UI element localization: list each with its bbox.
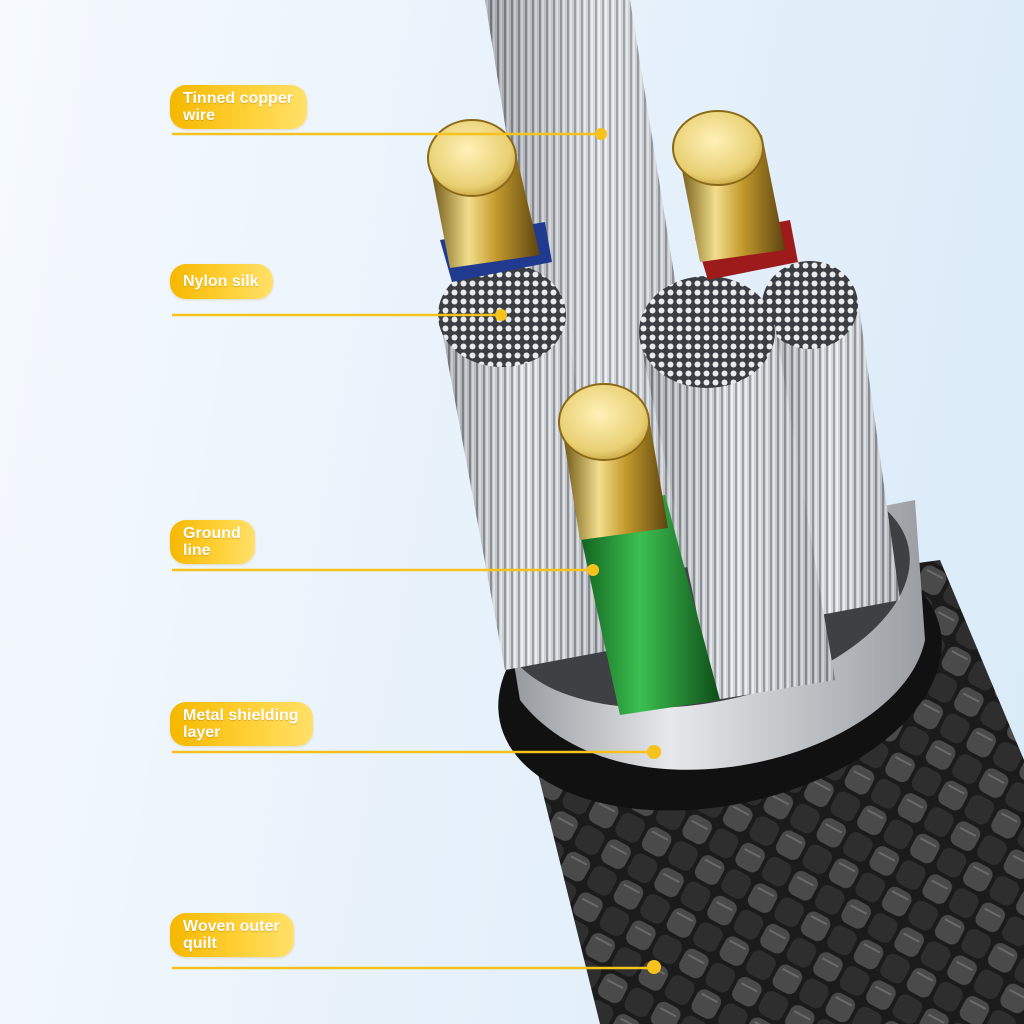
leader-lines	[172, 128, 661, 974]
label-metal-shielding-layer: Metal shielding layer	[170, 702, 313, 746]
leader-dot-woven-outer-quilt	[647, 960, 661, 974]
label-nylon-silk: Nylon silk	[170, 264, 273, 299]
blue-conductor	[427, 119, 552, 282]
leader-dot-metal-shielding-layer	[647, 745, 661, 759]
green-ground-conductor	[558, 383, 720, 715]
leader-dot-nylon-silk	[495, 309, 507, 321]
label-ground-line: Ground line	[170, 520, 255, 564]
strand-bundle-right-back	[762, 261, 900, 615]
strand-bundle-left	[438, 263, 612, 670]
callout-metal-shielding-layer: Metal shielding layer	[170, 702, 313, 746]
label-woven-outer-quilt: Woven outer quilt	[170, 913, 294, 957]
callout-tinned-copper-wire: Tinned copper wire	[170, 85, 307, 129]
red-conductor	[672, 110, 798, 280]
label-tinned-copper-wire: Tinned copper wire	[170, 85, 307, 129]
callout-woven-outer-quilt: Woven outer quilt	[170, 913, 294, 957]
strand-bundle-right-front	[639, 276, 835, 700]
callout-ground-line: Ground line	[170, 520, 255, 564]
central-strand-bundle	[485, 0, 720, 590]
leader-dot-tinned-copper-wire	[595, 128, 607, 140]
callout-nylon-silk: Nylon silk	[170, 264, 273, 299]
leader-dot-ground-line	[587, 564, 599, 576]
